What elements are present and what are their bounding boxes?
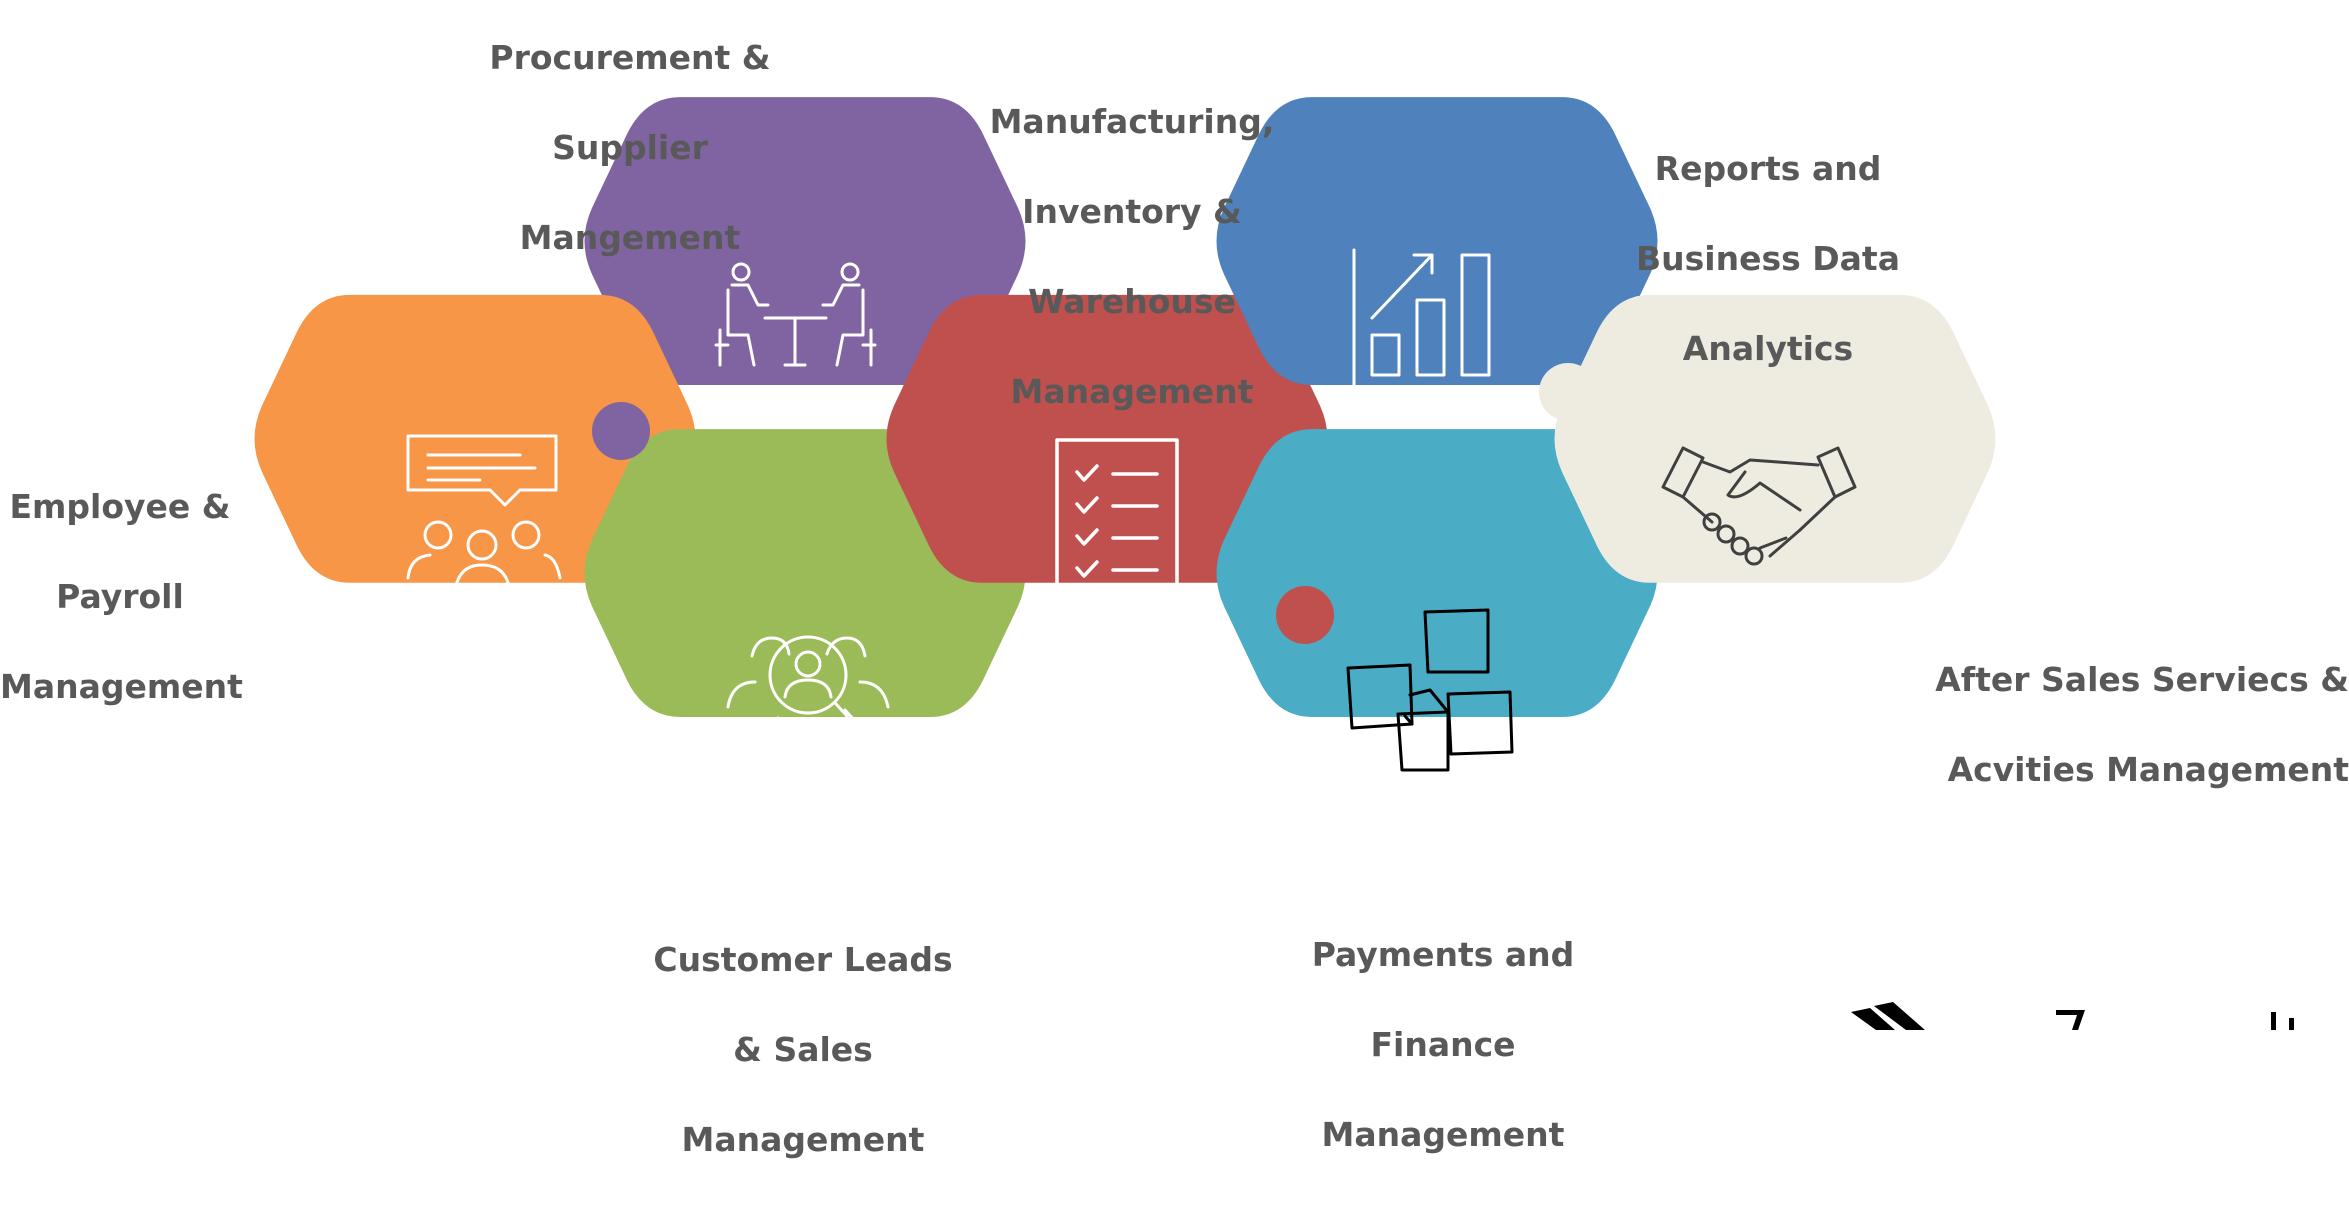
connector-dot-purple (592, 402, 650, 460)
handshake-icon (1661, 446, 1857, 566)
checklist-icon (1055, 438, 1179, 605)
sticky-notes-icon (1346, 608, 1514, 772)
hexagon-employee (254, 294, 696, 583)
customer-search-icon (726, 635, 890, 759)
label-customer: Customer Leads & Sales Management (653, 940, 953, 1159)
label-payments: Payments and Finance Management (1311, 935, 1575, 1154)
hexagon-reports (1216, 97, 1658, 385)
team-chat-icon (406, 434, 562, 594)
hexagon-after-sales (1554, 294, 1996, 583)
connector-dot-red-right (1276, 586, 1334, 644)
label-employee: Employee & Payroll Management (0, 487, 243, 706)
erp-module-hexagon-diagram (254, 97, 2294, 1030)
connector-dot-beige (1539, 363, 1597, 421)
label-reports: Reports and Business Data Analytics (1636, 149, 1900, 368)
label-manufacturing: Manufacturing, Inventory & Warehouse Man… (989, 102, 1275, 411)
label-after-sales: After Sales Serviecs & Acvities Manageme… (1935, 660, 2349, 789)
bar-chart-icon (1352, 248, 1495, 394)
connector-dot-red-left (906, 363, 964, 421)
label-procurement: Procurement & Supplier Mangement (489, 38, 771, 257)
hexagon-procurement (584, 97, 1026, 385)
brand-logo-partial-icon (1851, 1002, 2294, 1030)
hexagon-payments (1216, 429, 1658, 717)
meeting-table-icon (714, 262, 877, 367)
